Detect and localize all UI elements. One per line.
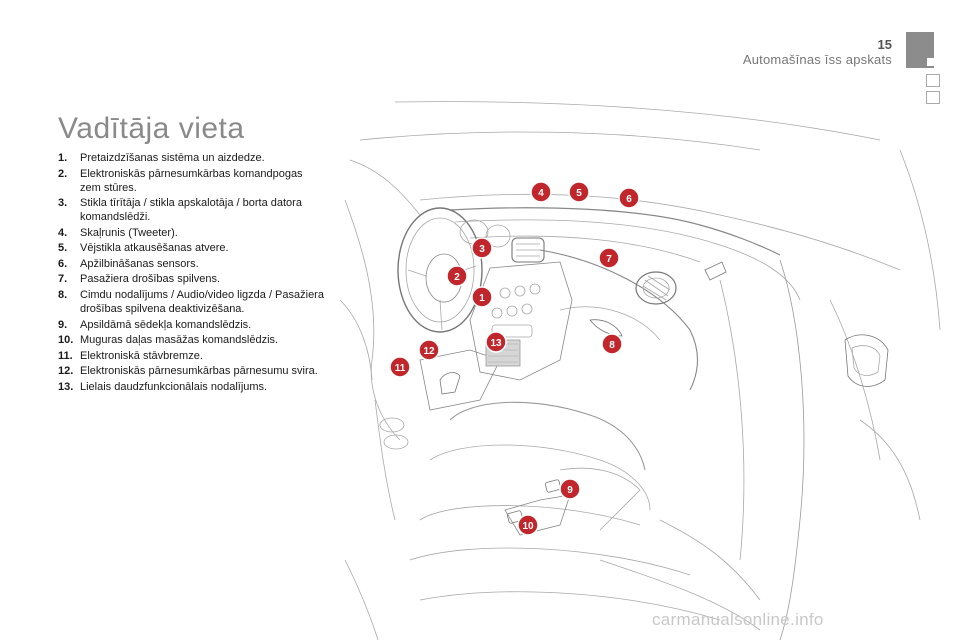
legend-item: 2. Elektroniskās pārnesumkārbas komandpog… xyxy=(58,167,326,195)
legend-item: 10. Muguras daļas masāžas komandslēdzis. xyxy=(58,333,326,347)
callout-markers: 1 2 3 4 5 6 7 8 9 10 11 12 13 xyxy=(389,181,640,536)
callout-10: 10 xyxy=(517,514,539,536)
watermark: carmanualsonline.info xyxy=(652,610,824,629)
callout-2: 2 xyxy=(446,265,468,287)
page-number: 15 xyxy=(877,37,892,52)
legend-item: 12. Elektroniskās pārnesumkārbas pārnesum… xyxy=(58,364,326,378)
legend-text: Elektroniskā stāvbremze. xyxy=(80,349,203,362)
callout-9: 9 xyxy=(559,478,581,500)
callout-label: 9 xyxy=(567,485,573,496)
legend-item: 1. Pretaizdzīšanas sistēma un aizdedze. xyxy=(58,151,326,165)
legend-number: 12. xyxy=(58,365,74,378)
legend-item: 4. Skaļrunis (Tweeter). xyxy=(58,226,326,240)
legend-number: 6. xyxy=(58,257,68,270)
chapter-nav-box xyxy=(926,91,940,104)
legend-item: 8. Cimdu nodalījums / Audio/video ligzda … xyxy=(58,288,326,316)
legend-number: 8. xyxy=(58,288,68,301)
callout-7: 7 xyxy=(598,247,620,269)
cockpit-illustration: 1 2 3 4 5 6 7 8 9 10 11 12 13 xyxy=(339,101,941,640)
interior-line-art xyxy=(339,101,941,640)
legend-number: 13. xyxy=(58,380,74,393)
legend-text: Apžilbināšanas sensors. xyxy=(80,257,199,270)
legend-number: 11. xyxy=(58,349,73,362)
legend-number: 3. xyxy=(58,197,68,210)
legend-text: Skaļrunis (Tweeter). xyxy=(80,226,178,239)
callout-label: 11 xyxy=(395,363,406,374)
legend-text: Pretaizdzīšanas sistēma un aizdedze. xyxy=(80,152,265,164)
legend-item: 3. Stikla tīrītāja / stikla apskalotāja /… xyxy=(58,196,326,224)
callout-label: 8 xyxy=(609,340,615,351)
chapter-nav-box xyxy=(926,74,940,87)
legend-text: Elektroniskās pārnesumkārbas komandpogas… xyxy=(80,167,303,194)
legend-list: 1. Pretaizdzīšanas sistēma un aizdedze. 2… xyxy=(58,151,326,395)
legend-item: 9. Apsildāmā sēdekļa komandslēdzis. xyxy=(58,318,326,332)
callout-13: 13 xyxy=(485,331,507,353)
callout-5: 5 xyxy=(568,181,590,203)
legend-number: 4. xyxy=(58,226,68,239)
callout-11: 11 xyxy=(389,356,411,378)
callout-label: 6 xyxy=(626,194,632,205)
legend-item: 5. Vējstikla atkausēšanas atvere. xyxy=(58,241,326,255)
legend-text: Apsildāmā sēdekļa komandslēdzis. xyxy=(80,318,252,331)
callout-3: 3 xyxy=(471,237,493,259)
legend-text: Muguras daļas masāžas komandslēdzis. xyxy=(80,334,279,347)
page-header: 15 Automašīnas īss apskats xyxy=(742,37,892,68)
callout-8: 8 xyxy=(601,333,623,355)
legend-text: Cimdu nodalījums / Audio/video ligzda / … xyxy=(80,288,324,316)
chapter-title: Automašīnas īss apskats xyxy=(742,52,892,67)
legend-text: Pasažiera drošības spilvens. xyxy=(80,273,221,286)
callout-label: 12 xyxy=(423,346,435,357)
chapter-tab-marker xyxy=(927,58,935,66)
legend-number: 5. xyxy=(58,242,68,255)
legend-item: 13. Lielais daudzfunkcionālais nodalījums… xyxy=(58,380,326,394)
callout-label: 1 xyxy=(479,293,485,304)
callout-12: 12 xyxy=(418,339,440,361)
legend-text: Lielais daudzfunkcionālais nodalījums. xyxy=(80,380,268,393)
callout-4: 4 xyxy=(530,181,552,203)
legend-item: 7. Pasažiera drošības spilvens. xyxy=(58,272,326,286)
callout-label: 3 xyxy=(479,244,485,255)
callout-label: 10 xyxy=(522,521,534,532)
callout-6: 6 xyxy=(618,187,640,209)
legend-number: 1. xyxy=(58,152,68,164)
callout-label: 4 xyxy=(538,188,544,199)
legend-text: Stikla tīrītāja / stikla apskalotāja / b… xyxy=(80,197,302,224)
legend-item: 11. Elektroniskā stāvbremze. xyxy=(58,349,326,363)
callout-label: 2 xyxy=(454,272,460,283)
legend-number: 7. xyxy=(58,273,68,286)
callout-1: 1 xyxy=(471,286,493,308)
legend-text: Vējstikla atkausēšanas atvere. xyxy=(80,242,229,255)
legend-number: 9. xyxy=(58,318,68,331)
callout-label: 13 xyxy=(490,338,502,349)
page-title: Vadītāja vieta xyxy=(58,112,245,146)
legend-item: 6. Apžilbināšanas sensors. xyxy=(58,257,326,271)
legend-number: 10. xyxy=(58,334,74,347)
callout-label: 5 xyxy=(576,188,582,199)
legend-number: 2. xyxy=(58,167,68,180)
legend-text: Elektroniskās pārnesumkārbas pārnesumu s… xyxy=(80,365,318,378)
callout-label: 7 xyxy=(606,254,612,265)
